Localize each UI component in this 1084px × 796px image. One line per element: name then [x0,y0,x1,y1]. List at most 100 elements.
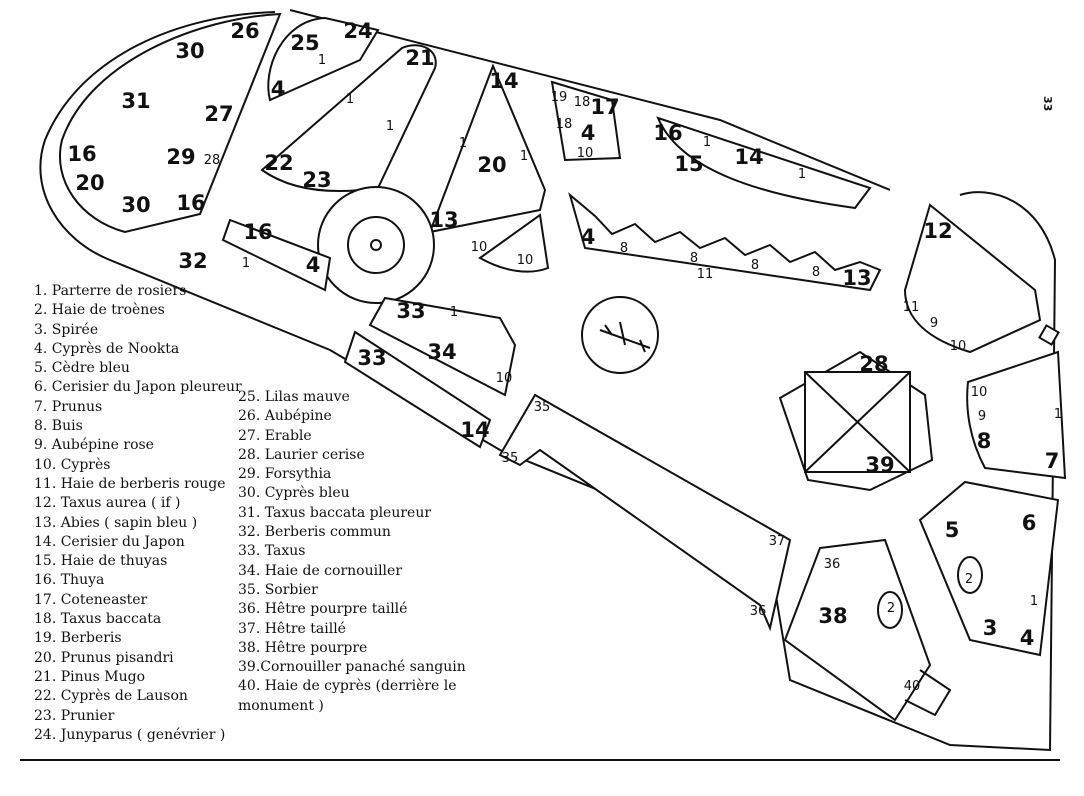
map-number-label: 4 [581,225,596,249]
legend-entry: 27. Erable [238,427,312,444]
map-number-label: 11 [903,300,920,315]
legend-entry: 1. Parterre de rosiers [34,283,187,299]
hexagon-cross [804,371,911,473]
map-number-label: 1 [520,149,528,164]
map-number-label: 20 [75,171,104,195]
map-number-label: 8 [812,265,820,280]
legend-entry: 32. Berberis commun [238,524,391,541]
map-number-label: 22 [264,151,293,175]
map-number-label: 39 [865,453,894,477]
legend-entry: 39.Cornouiller panaché sanguin [238,659,466,676]
map-number-label: 4 [1020,626,1035,650]
map-number-label: 25 [290,31,319,55]
oval-marker-2-bottom [877,591,903,629]
map-number-label: 14 [460,418,489,442]
map-number-label: 30 [121,193,150,217]
map-number-label: 1 [798,167,806,182]
bed-35-37-strip [498,393,792,632]
map-number-label: 16 [653,121,682,145]
bed-33-34 [368,296,517,397]
legend-entry: 16. Thuya [34,572,105,589]
map-number-label: 20 [477,153,506,177]
map-number-label: 11 [697,267,714,282]
map-number-label: 3 [983,616,998,640]
legend-entry: 14. Cerisier du Japon [34,533,185,550]
map-number-label: 2 [887,601,895,616]
roundabout-center [370,239,382,251]
legend-entry: 18. Taxus baccata [34,611,162,628]
map-number-label: 17 [590,95,619,119]
map-number-label: 33 [396,299,425,323]
center-monument-circle [581,296,659,374]
map-number-label: 36 [750,604,767,619]
map-number-label: 10 [496,371,513,386]
map-number-label: 32 [178,249,207,273]
map-number-label: 23 [302,168,331,192]
bracket-40 [904,669,952,717]
legend-entry: 3. Spirée [34,321,99,338]
park-upper-edge [289,9,891,191]
map-number-label: 16 [176,191,205,215]
map-number-label: 6 [1022,511,1037,535]
bed-19-18-17 [550,80,622,162]
map-number-label: 30 [175,39,204,63]
small-square-marker [1038,324,1060,346]
map-number-label: 24 [343,19,372,43]
bed-36-38 [783,538,932,722]
map-number-label: 28 [204,153,221,168]
legend-entry: 37. Hêtre taillé [238,620,346,637]
bed-33-14-strip [343,330,492,449]
legend-entry: 12. Taxus aurea ( if ) [34,495,181,512]
legend-entry: 7. Prunus [34,398,103,415]
oval-marker-2-right [957,556,983,594]
legend-entry: 40. Haie de cyprès (derrière le monument… [238,678,457,714]
map-number-label: 21 [405,46,434,70]
map-number-label: 38 [818,604,847,628]
map-number-label: 1 [703,135,711,150]
legend-entry: 17. Coteneaster [34,591,148,608]
map-number-label: 10 [471,240,488,255]
map-number-label: 18 [556,117,573,132]
map-number-label: 10 [517,253,534,268]
map-number-label: 4 [306,253,321,277]
bed-10-9-8-7 [966,350,1067,480]
legend-entry: 23. Prunier [34,707,115,724]
map-number-label: 18 [574,95,591,110]
map-number-label: 9 [978,409,986,424]
map-number-label: 5 [945,518,960,542]
map-number-label: 4 [271,77,286,101]
legend-entry: 20. Prunus pisandri [34,649,174,666]
legend-entry: 30. Cyprès bleu [238,485,350,502]
map-number-label: 12 [923,219,952,243]
legend-entry: 2. Haie de troènes [34,302,165,319]
legend-left-column: 1. Parterre de rosiers 2. Haie de troènes… [34,282,242,745]
map-number-label: 13 [429,208,458,232]
map-number-label: 28 [859,352,888,376]
map-number-label: 2 [965,572,973,587]
legend-entry: 28. Laurier cerise [238,446,365,463]
legend-entry: 36. Hêtre pourpre taillé [238,601,408,618]
map-number-label: 1 [318,53,326,68]
map-number-label: 33 [357,346,386,370]
legend-entry: 35. Sorbier [238,581,318,598]
map-number-label: 1 [1030,594,1038,609]
legend-entry: 25. Lilas mauve [238,389,350,405]
legend-entry: 31. Taxus baccata pleureur [238,504,432,521]
legend-entry: 9. Aubépine rose [34,437,154,454]
legend-entry: 19. Berberis [34,630,122,647]
map-number-label: 1 [1054,407,1062,422]
map-number-label: 40 [904,679,921,694]
map-number-label: 26 [230,19,259,43]
map-number-label: 13 [842,266,871,290]
map-number-label: 1 [346,92,354,107]
bed-16-15-14 [656,116,872,210]
park-outer-boundary [39,11,1057,752]
map-number-label: 16 [67,142,96,166]
map-number-label: 7 [1045,449,1060,473]
map-number-label: 35 [502,451,519,466]
legend-entry: 13. Abies ( sapin bleu ) [34,514,198,531]
monument-symbol [599,321,651,353]
map-number-label: 1 [459,136,467,151]
